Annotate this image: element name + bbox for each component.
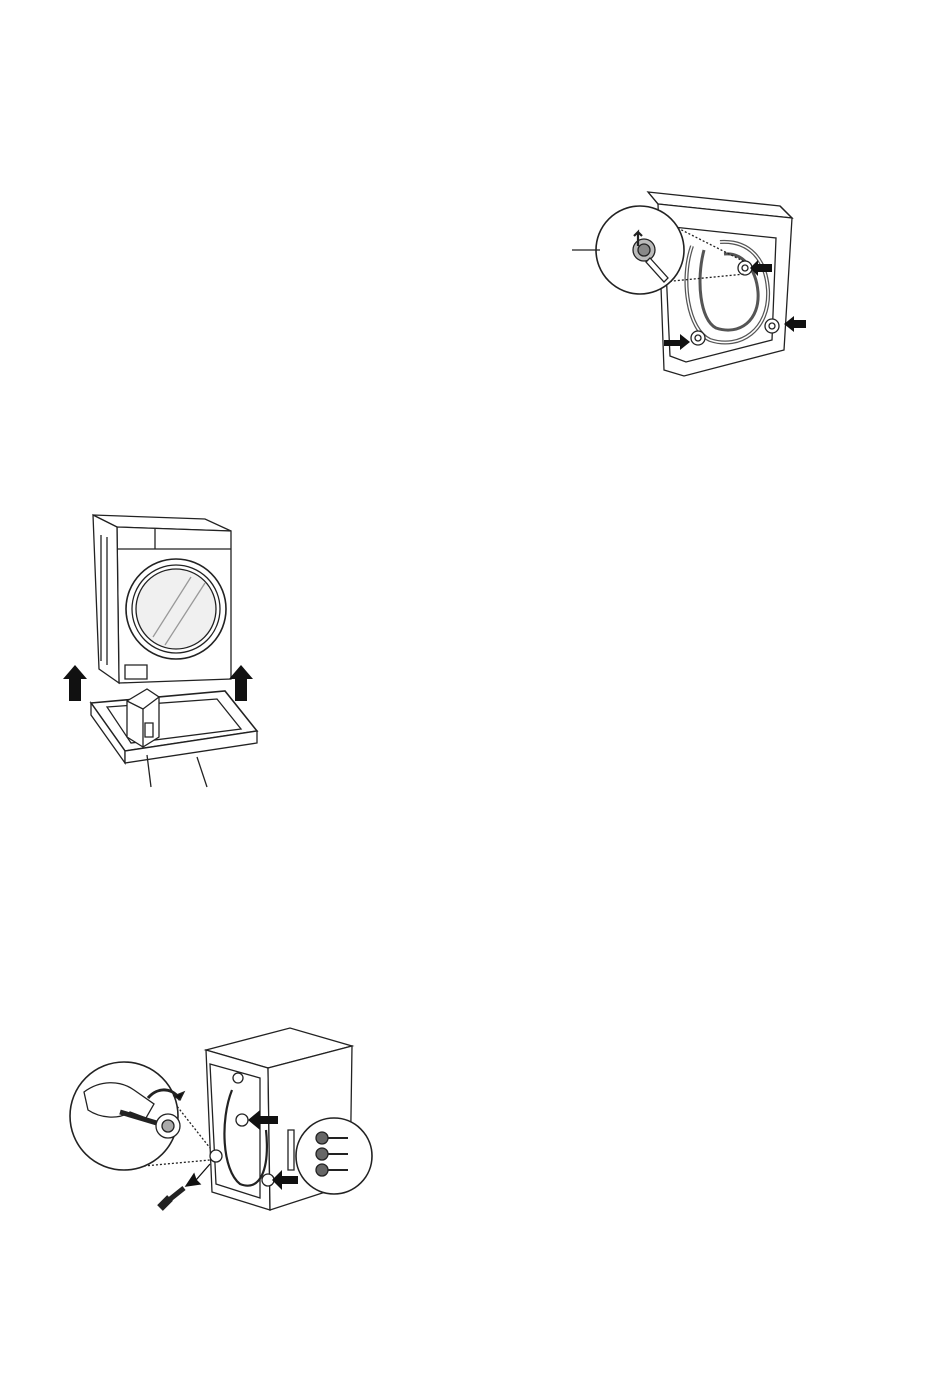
arrow-icon bbox=[784, 316, 806, 332]
arrow-icon bbox=[186, 1164, 210, 1186]
hand-with-wrench bbox=[70, 1062, 210, 1170]
packing-base bbox=[91, 689, 257, 787]
bolts-callout bbox=[296, 1118, 372, 1194]
shipping-bolt-left bbox=[691, 331, 705, 345]
up-arrow-icon bbox=[63, 665, 87, 701]
lift-base-figure bbox=[55, 505, 285, 790]
shipping-bolt bbox=[236, 1114, 248, 1126]
shipping-bolt-top bbox=[738, 261, 752, 275]
washer-front-view bbox=[93, 515, 231, 683]
shipping-bolt bbox=[210, 1150, 222, 1162]
removed-bolt bbox=[160, 1188, 184, 1208]
wrench-bolts-figure bbox=[60, 1020, 380, 1220]
rear-bolts-figure bbox=[580, 180, 820, 380]
up-arrow-icon bbox=[229, 665, 253, 701]
foam-post bbox=[127, 689, 159, 747]
shipping-bolt-right bbox=[765, 319, 779, 333]
